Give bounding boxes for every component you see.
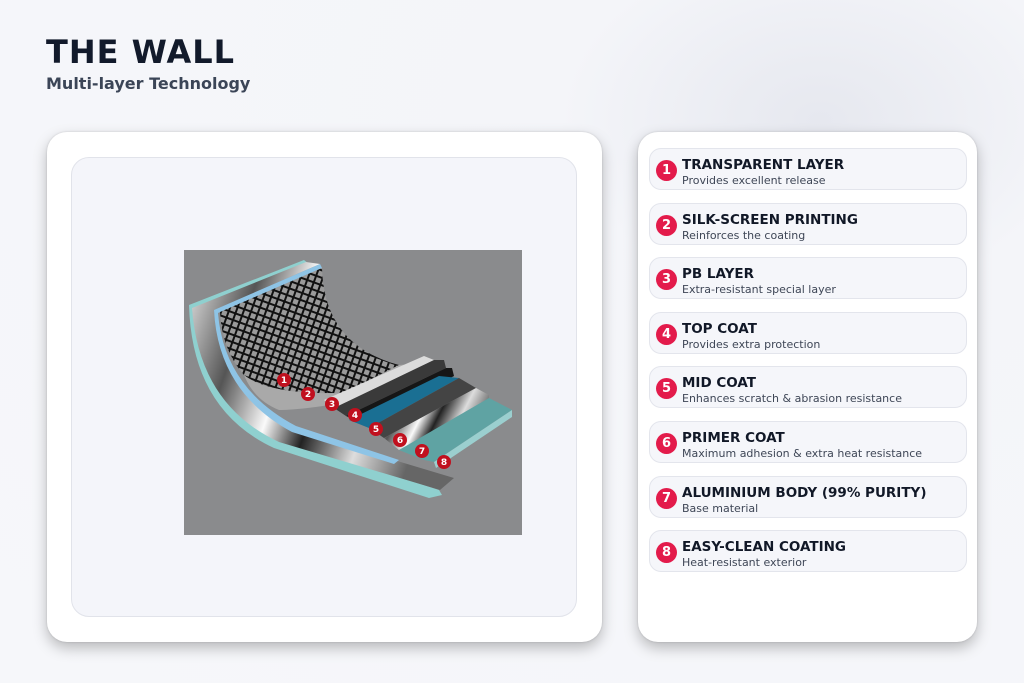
layer-title: SILK-SCREEN PRINTING — [682, 211, 858, 228]
illustration-card: 1 2 3 4 5 6 7 8 — [47, 132, 602, 642]
layer-title: PRIMER COAT — [682, 430, 785, 446]
layer-number-badge: 7 — [656, 487, 677, 509]
svg-text:3: 3 — [329, 400, 335, 410]
marker-1: 1 — [277, 373, 291, 387]
layer-description: Extra-resistant special layer — [682, 283, 836, 297]
layer-description: Reinforces the coating — [682, 228, 806, 242]
layer-title: EASY-CLEAN COATING — [682, 539, 846, 556]
svg-text:5: 5 — [373, 425, 379, 435]
layer-number-badge: 1 — [656, 160, 677, 181]
layer-number-badge: 4 — [656, 323, 677, 345]
page-title: THE WALL — [46, 33, 236, 71]
layer-title: MID COAT — [682, 375, 756, 392]
layer-description: Provides extra protection — [682, 337, 821, 351]
svg-text:8: 8 — [441, 458, 447, 468]
layer-number-badge: 8 — [656, 542, 677, 564]
marker-4: 4 — [348, 408, 362, 422]
svg-text:7: 7 — [419, 447, 425, 457]
marker-5: 5 — [369, 422, 383, 436]
layer-cross-section-image: 1 2 3 4 5 6 7 8 — [184, 250, 522, 535]
layer-title: TOP COAT — [682, 320, 757, 337]
layer-description: Provides excellent release — [682, 174, 826, 187]
marker-7: 7 — [415, 444, 429, 458]
layer-title: PB LAYER — [682, 266, 755, 283]
layer-description: Heat-resistant exterior — [682, 556, 807, 570]
marker-2: 2 — [301, 387, 315, 401]
marker-3: 3 — [325, 397, 339, 411]
marker-6: 6 — [393, 433, 407, 447]
svg-text:2: 2 — [305, 390, 311, 400]
layer-description: Enhances scratch & abrasion resistance — [682, 392, 902, 406]
layer-number-badge: 5 — [656, 378, 677, 400]
marker-8: 8 — [437, 455, 451, 469]
svg-text:6: 6 — [397, 436, 403, 446]
illustration-panel: 1 2 3 4 5 6 7 8 — [71, 157, 577, 617]
layer-number-badge: 2 — [656, 214, 677, 236]
layer-description: Maximum adhesion & extra heat resistance — [682, 447, 923, 460]
page-subtitle: Multi-layer Technology — [46, 74, 251, 93]
layer-number-badge: 3 — [656, 269, 677, 291]
layer-description: Base material — [682, 501, 759, 515]
svg-text:1: 1 — [281, 376, 287, 386]
layer-title: TRANSPARENT LAYER — [682, 157, 845, 173]
layer-number-badge: 6 — [656, 433, 677, 454]
svg-text:4: 4 — [352, 411, 358, 421]
layer-item: 7 ALUMINIUM BODY (99% PURITY)Base materia… — [649, 475, 967, 518]
layer-title: ALUMINIUM BODY (99% PURITY) — [682, 484, 927, 501]
